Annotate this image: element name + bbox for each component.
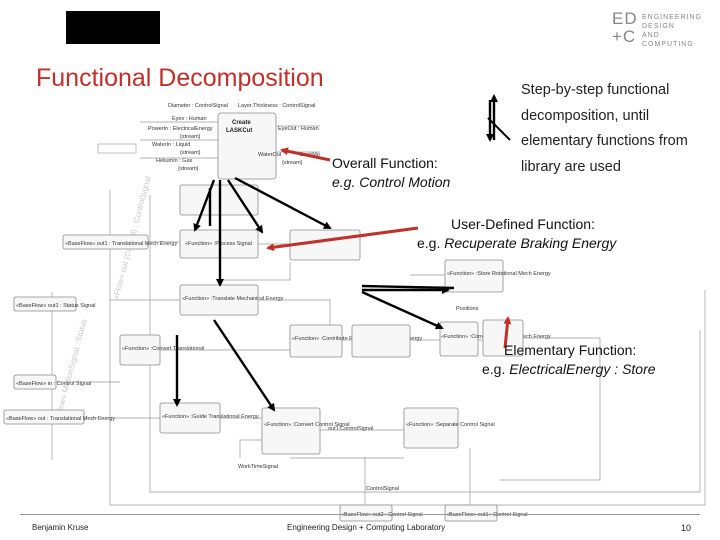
callout-userdef-prefix: e.g. [417, 235, 445, 251]
svg-text:«Function» :Store Rotational M: «Function» :Store Rotational Mech Energy [447, 271, 551, 277]
faint-flow-label-2: «Flow» MotionSignal : Status [53, 318, 89, 420]
port-out-stream: {stream} [282, 160, 303, 166]
header-black-box [66, 11, 160, 44]
base-flow-out1-control: «BaseFlow» out1 : Control Signal [444, 504, 528, 522]
port-eyes: Eyes : Human [172, 116, 207, 122]
svg-text:«Function» :Guide Translationa: «Function» :Guide Translational Energy [162, 414, 259, 420]
svg-text:«BaseFlow» out2 : Control Sign: «BaseFlow» out2 : Control Signal [341, 512, 423, 518]
footer-author: Benjamin Kruse [32, 523, 89, 532]
port-layer: Layer.Thickness : ControlSignal [238, 103, 315, 109]
svg-text:«Function» :Process Signal: «Function» :Process Signal [185, 241, 252, 247]
port-power: PowerIn : ElectricalEnergy [148, 126, 213, 132]
port-eye-out: EyeOut : Human [278, 126, 319, 132]
base-flow-translational-out: «BaseFlow» out : Translational Mech Ener… [3, 409, 115, 425]
block-store-rotational: «Function» :Store Rotational Mech Energy [444, 259, 551, 293]
top-block-stereo: Create [232, 120, 251, 126]
svg-text:«Function» :Convert Translatio: «Function» :Convert Translational [122, 346, 204, 352]
svg-text:«BaseFlow» out : Translational: «BaseFlow» out : Translational Mech Ener… [6, 416, 115, 422]
label-positions: Positions [456, 306, 479, 312]
label-control-signal: ControlSignal [366, 486, 399, 492]
arrow-mid-to-convert [361, 290, 444, 330]
arrow-elementary-function [503, 316, 512, 349]
callout-elementary-function: Elementary Function: e.g. ElectricalEner… [482, 341, 656, 379]
callout-overall-heading: Overall Function: [332, 155, 438, 171]
arrow-top-to-mid [226, 179, 264, 234]
arrow-top-to-right [234, 176, 332, 230]
port-diameter: Diameter : ControlSignal [168, 103, 228, 109]
callout-elementary-prefix: e.g. [482, 361, 510, 377]
callout-userdef-heading: User-Defined Function: [451, 216, 595, 232]
svg-text:«BaseFlow» out1 : Translationa: «BaseFlow» out1 : Translational Mech Ene… [65, 241, 177, 247]
power-in-tag [97, 143, 137, 154]
edc-logo: ED +C ENGINEERING DESIGN AND COMPUTING [612, 9, 712, 52]
port-helium: HeliumIn : Gas [156, 158, 193, 164]
block-contribute-rotational-2 [351, 324, 411, 358]
footer-lab: Engineering Design + Computing Laborator… [287, 523, 446, 532]
svg-text:«BaseFlow» in : Control Signal: «BaseFlow» in : Control Signal [16, 381, 91, 387]
arrow-mid-aux [361, 284, 455, 290]
base-flow-status: «BaseFlow» out1 : Status Signal [13, 296, 96, 312]
callout-userdef-example: Recuperate Braking Energy [444, 235, 617, 251]
top-block-wires [140, 121, 320, 159]
arrow-overall-function [280, 147, 331, 162]
block-convert-control: «Function» :Convert Control Signal [261, 407, 350, 455]
footer-divider [20, 514, 700, 515]
label-out1-control: out1:ControlSignal [328, 426, 373, 432]
logo-ed: ED [612, 9, 638, 28]
port-power-stream: {stream} [180, 134, 201, 140]
port-water-stream: {stream} [180, 150, 201, 156]
callout-overall-function: Overall Function: e.g. Control Motion [332, 154, 450, 192]
block-separate-control: «Function» :Separate Control Signal [403, 407, 495, 449]
step-arrow-diagonal [487, 117, 511, 141]
callout-user-defined-function: User-Defined Function: e.g. Recuperate B… [417, 215, 616, 253]
logo-plus-c: +C [612, 27, 637, 46]
logo-line-1: ENGINEERING [642, 14, 703, 21]
logo-line-4: COMPUTING [642, 41, 694, 48]
label-worktimesignal: WorkTimeSignal [238, 464, 278, 470]
step-by-step-text: Step-by-step functional decomposition, u… [521, 82, 688, 175]
callout-overall-example: e.g. Control Motion [332, 174, 451, 190]
arrow-to-convert-control [213, 319, 276, 412]
port-water-out: WaterOut [258, 152, 282, 158]
svg-text:«BaseFlow» out1 : Status Signa: «BaseFlow» out1 : Status Signal [16, 303, 96, 309]
logo-line-3: AND [642, 32, 660, 39]
svg-text:«BaseFlow» out1 : Control Sign: «BaseFlow» out1 : Control Signal [446, 512, 528, 518]
top-block-name: LASKCut [226, 128, 252, 134]
svg-text:«Function» :Translate Mechanic: «Function» :Translate Mechanical Energy [182, 296, 284, 302]
top-block-create-laskcut: Create LASKCut Diameter : ControlSignal … [148, 103, 320, 180]
outer-boundary [109, 190, 706, 506]
page-number: 10 [681, 523, 692, 533]
svg-text:«Function» :Convert Control Si: «Function» :Convert Control Signal [264, 422, 350, 428]
slide-title: Functional Decomposition [36, 64, 324, 92]
logo-line-2: DESIGN [642, 23, 675, 30]
port-helium-stream: {stream} [178, 166, 199, 172]
port-water: WaterIn : Liquid [152, 142, 190, 148]
base-flow-out2-control: «BaseFlow» out2 : Control Signal [339, 504, 423, 522]
callout-elementary-heading: Elementary Function: [504, 342, 637, 358]
callout-elementary-example: ElectricalEnergy : Store [509, 361, 656, 377]
svg-text:«Function» :Separate Control S: «Function» :Separate Control Signal [406, 422, 495, 428]
arrow-user-defined-function [266, 226, 419, 252]
